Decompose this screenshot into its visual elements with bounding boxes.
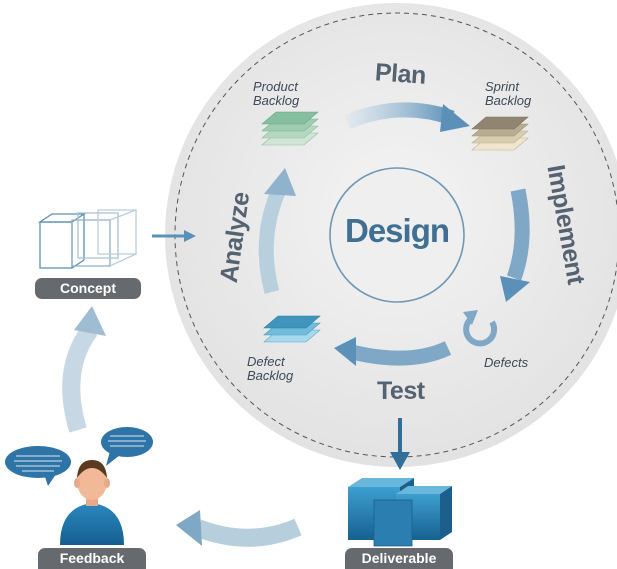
plan-phase-label: Plan	[374, 58, 427, 90]
defect-backlog-label: Defect Backlog	[247, 355, 293, 383]
concept-wireframe-icon	[37, 209, 137, 269]
deliverable-to-feedback-arrowhead	[176, 510, 202, 546]
test-phase-label: Test	[377, 377, 425, 405]
implement-arrowhead	[500, 276, 530, 302]
feedback-to-concept-arrow	[62, 324, 98, 433]
product-backlog-line-2: Backlog	[253, 93, 300, 108]
plan-arrow	[344, 102, 455, 129]
center-title: Design	[344, 212, 450, 249]
defect-backlog-line-2: Backlog	[247, 368, 294, 383]
defects-label: Defects	[484, 355, 529, 370]
feedback-label: Feedback	[38, 548, 146, 569]
deliverable-cubes-icon	[348, 478, 452, 547]
sprint-backlog-label: Sprint Backlog	[485, 80, 531, 108]
defect-backlog-stack-icon	[263, 315, 321, 343]
sprint-backlog-line-2: Backlog	[485, 93, 532, 108]
analyze-arrowhead	[264, 168, 296, 196]
deliverable-to-feedback-arrow	[194, 518, 302, 547]
deliverable-label: Deliverable	[345, 548, 453, 569]
product-backlog-stack-icon	[261, 111, 319, 146]
speech-bubble-icon	[101, 427, 153, 466]
plan-arrowhead	[440, 104, 470, 132]
defects-circular-arrow-icon	[463, 310, 498, 347]
analyze-arrow	[258, 189, 285, 294]
product-backlog-line-1: Product	[253, 79, 298, 94]
design-circle	[329, 167, 465, 303]
concept-label: Concept	[35, 278, 141, 299]
speech-bubble-icon	[5, 446, 71, 486]
implement-arrow	[506, 188, 530, 281]
person-avatar-icon	[60, 460, 124, 545]
concept-to-cycle-arrowhead	[184, 230, 196, 242]
product-backlog-label: Product Backlog	[253, 80, 299, 108]
test-arrowhead	[334, 337, 356, 366]
feedback-to-concept-arrowhead	[74, 306, 106, 336]
sprint-backlog-line-1: Sprint	[485, 79, 519, 94]
defect-backlog-line-1: Defect	[247, 354, 285, 369]
sprint-backlog-stack-icon	[471, 116, 529, 151]
test-arrow	[350, 341, 452, 366]
test-to-deliverable-arrowhead	[390, 452, 410, 470]
